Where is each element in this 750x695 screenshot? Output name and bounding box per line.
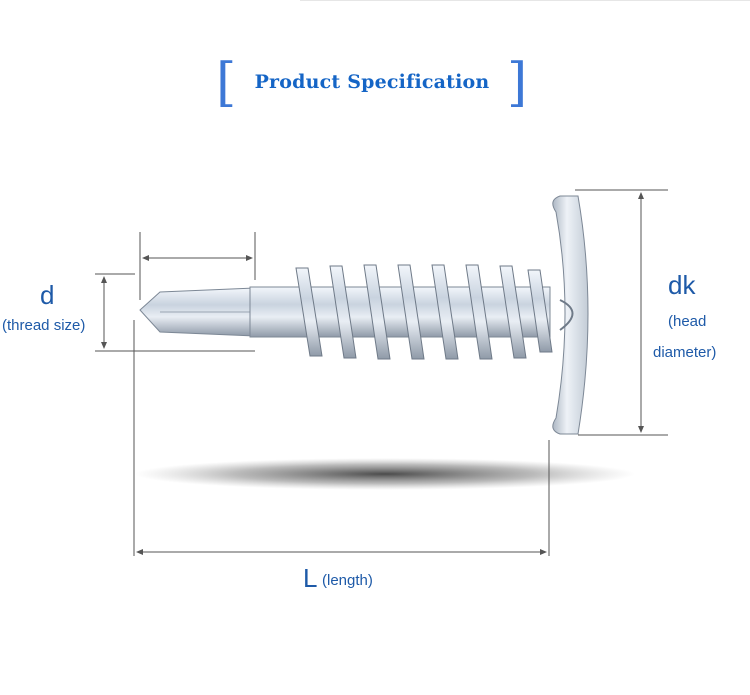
dimension-arrows [101, 192, 644, 555]
length-label: (length) [322, 572, 373, 589]
page-title: Product Specification [254, 71, 490, 93]
screw-image [139, 195, 589, 435]
thread-size-label: (thread size) [2, 317, 86, 334]
diameter-label: diameter) [653, 344, 717, 361]
screw-head [552, 195, 589, 435]
d-label: d [40, 280, 55, 310]
title-bar: [ Product Specification ] [0, 55, 750, 115]
L-label: L [303, 563, 318, 593]
screw-threads [295, 264, 553, 360]
right-bracket: ] [507, 53, 528, 113]
screw-shadow [135, 458, 635, 490]
head-label: (head [668, 313, 707, 330]
top-divider [300, 0, 750, 1]
dimension-lines [95, 189, 668, 556]
left-bracket: [ [216, 53, 237, 113]
dk-label: dk [668, 270, 696, 300]
